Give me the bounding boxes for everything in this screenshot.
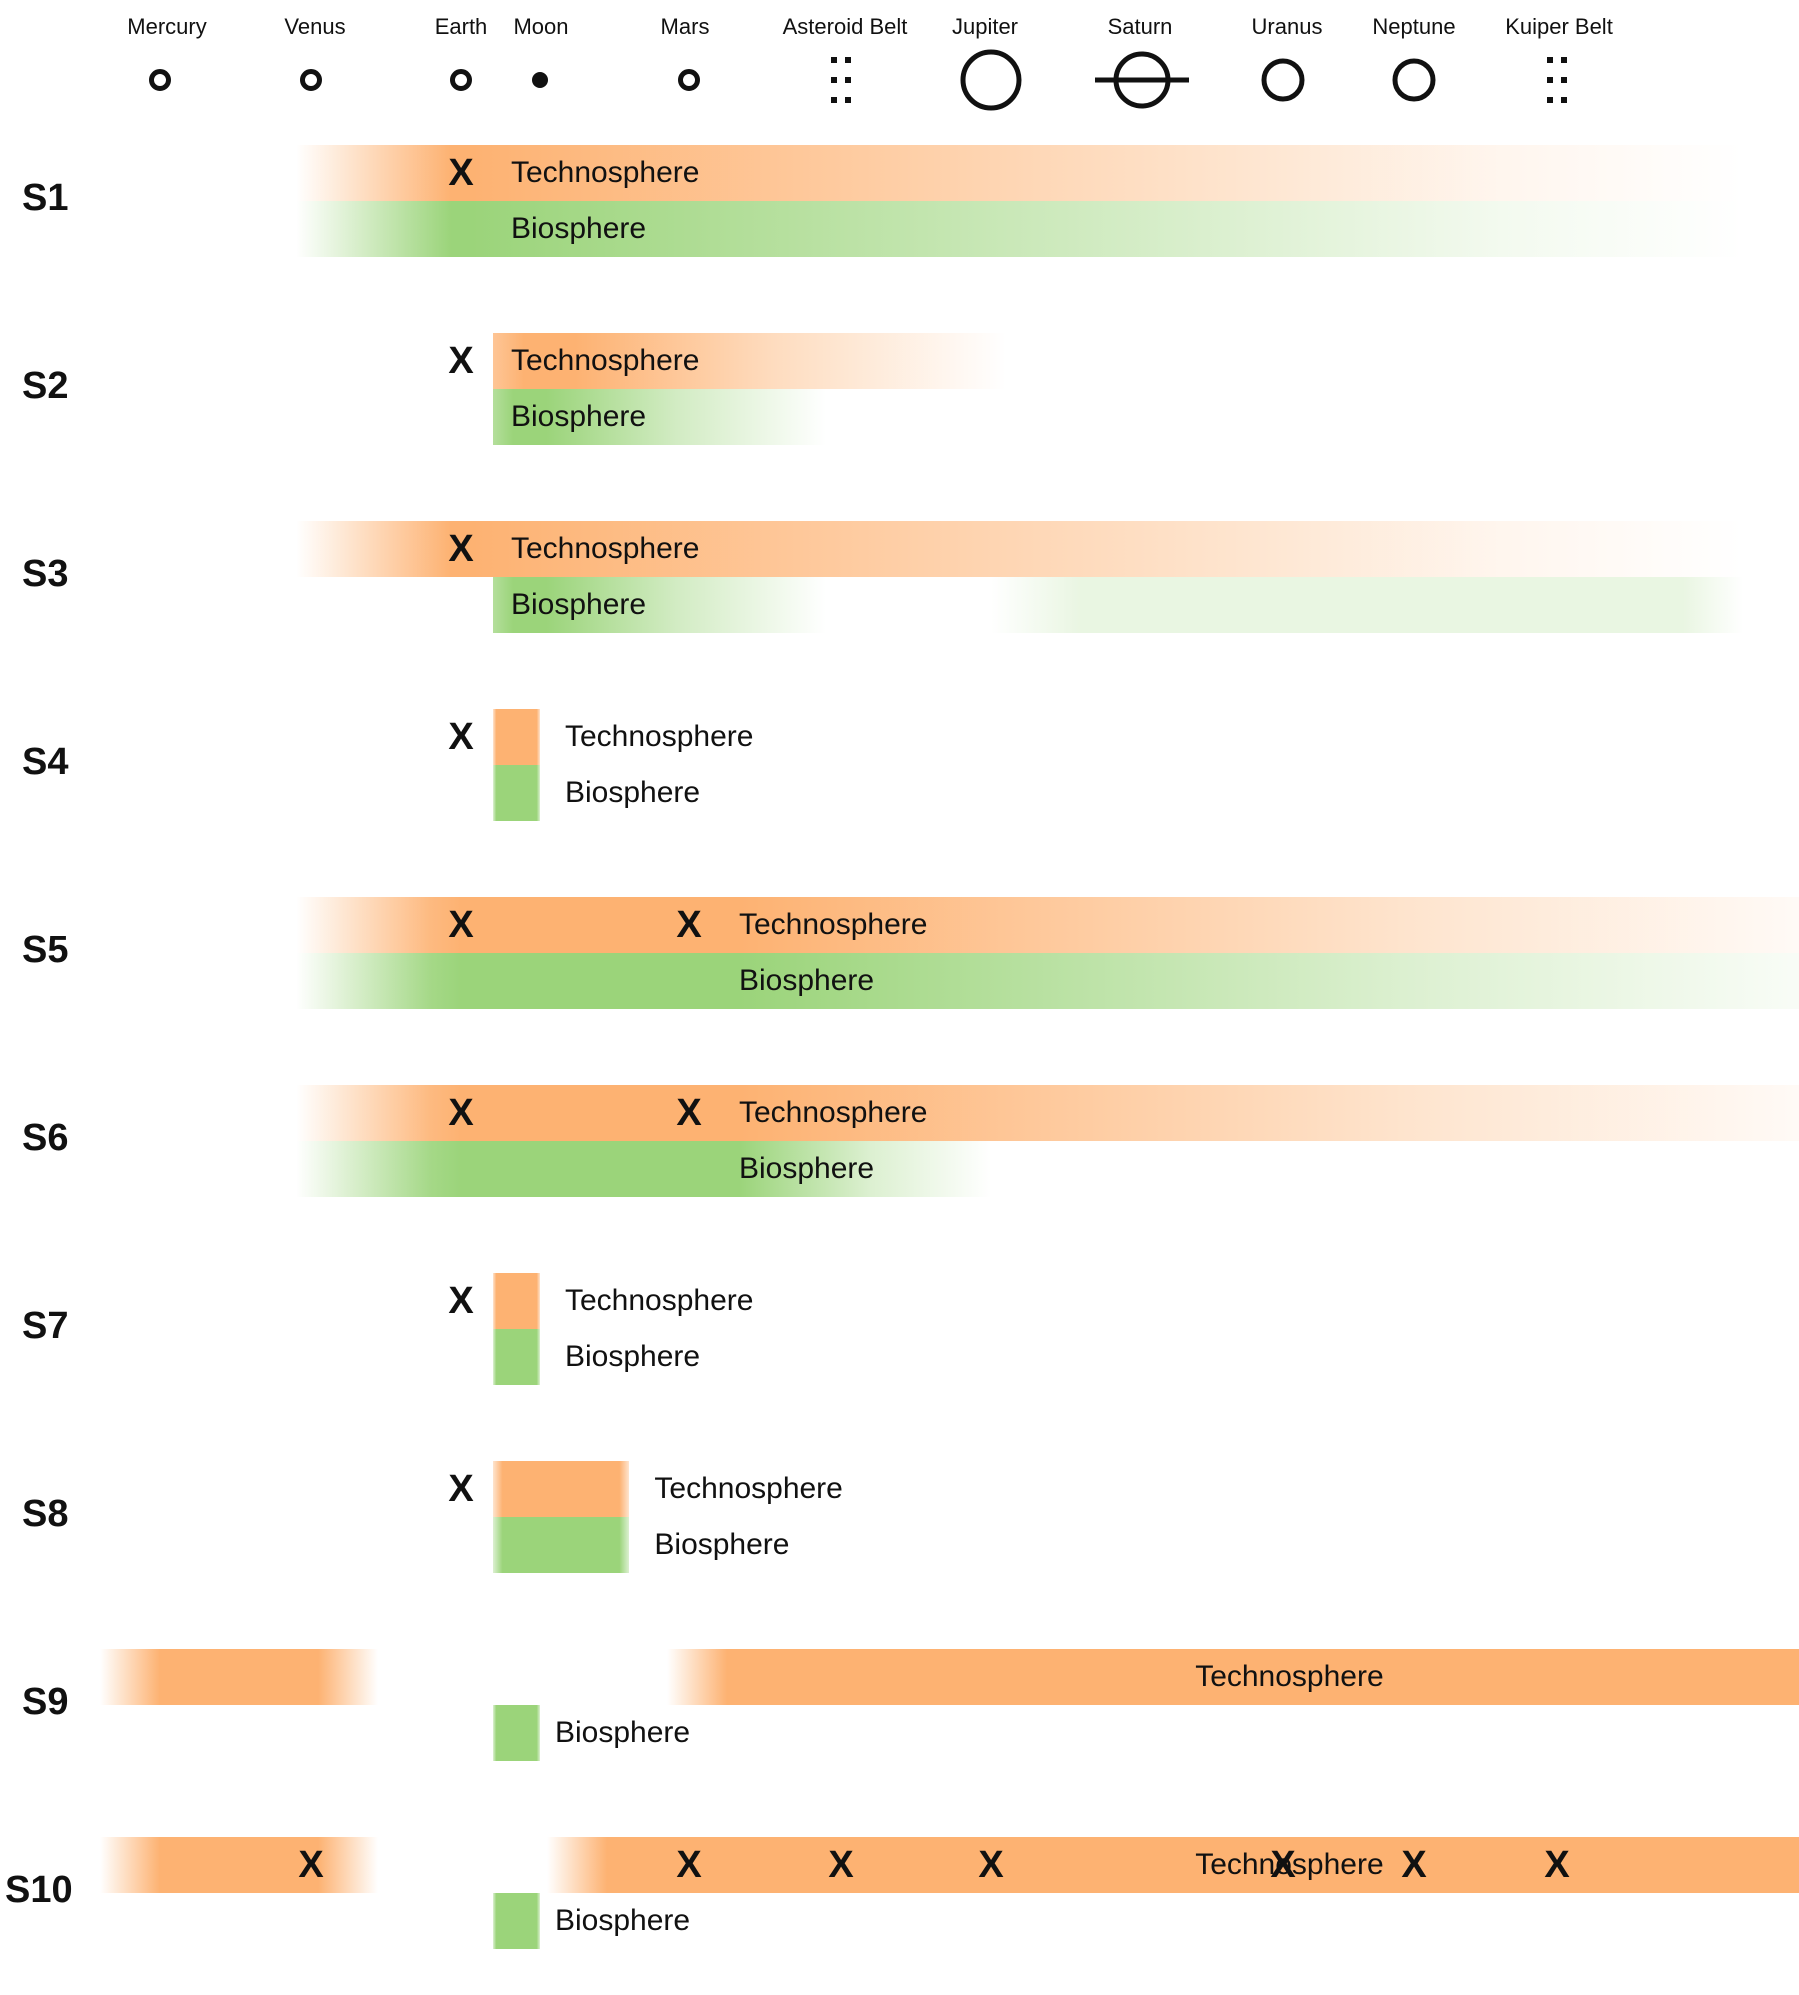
body-label-venus: Venus bbox=[284, 14, 346, 39]
biosphere-band bbox=[295, 201, 1743, 257]
technosphere-band bbox=[492, 1461, 630, 1517]
scenario-label: S9 bbox=[22, 1681, 69, 1723]
biosphere-label: Biosphere bbox=[654, 1528, 790, 1561]
x-mark-icon: X bbox=[676, 904, 702, 946]
body-label-mars: Mars bbox=[660, 14, 710, 39]
small-ring-icon bbox=[678, 69, 700, 91]
body-label-saturn: Saturn bbox=[1107, 14, 1173, 39]
x-mark-icon: X bbox=[676, 1844, 702, 1886]
technosphere-band bbox=[295, 897, 1799, 953]
x-mark-icon: X bbox=[978, 1844, 1004, 1886]
biosphere-band bbox=[492, 1705, 540, 1761]
x-mark-icon: X bbox=[1270, 1844, 1296, 1886]
biosphere-label: Biosphere bbox=[511, 400, 647, 433]
technosphere-label: Technosphere bbox=[511, 344, 700, 377]
technosphere-band bbox=[492, 709, 540, 765]
biosphere-band bbox=[991, 577, 1743, 633]
body-label-uranus: Uranus bbox=[1251, 14, 1323, 39]
scenario-label: S10 bbox=[5, 1869, 73, 1911]
biosphere-label: Biosphere bbox=[511, 212, 647, 245]
scenario-label: S2 bbox=[22, 365, 69, 407]
scenario-label: S5 bbox=[22, 929, 69, 971]
x-mark-icon: X bbox=[448, 152, 474, 194]
scenario-label: S7 bbox=[22, 1305, 69, 1347]
body-label-moon: Moon bbox=[513, 14, 569, 39]
biosphere-label: Biosphere bbox=[739, 1152, 875, 1185]
biosphere-band bbox=[492, 765, 540, 821]
technosphere-band bbox=[295, 521, 1743, 577]
x-mark-icon: X bbox=[298, 1844, 324, 1886]
x-mark-icon: X bbox=[676, 1092, 702, 1134]
x-mark-icon: X bbox=[828, 1844, 854, 1886]
technosphere-band bbox=[492, 333, 1007, 389]
dotted-belt-icon bbox=[831, 57, 851, 103]
technosphere-label: Technosphere bbox=[565, 720, 754, 753]
technosphere-band bbox=[99, 1837, 379, 1893]
scenario-label: S3 bbox=[22, 553, 69, 595]
technosphere-band bbox=[666, 1649, 1799, 1705]
x-mark-icon: X bbox=[1401, 1844, 1427, 1886]
x-mark-icon: X bbox=[448, 340, 474, 382]
x-mark-icon: X bbox=[448, 716, 474, 758]
x-mark-icon: X bbox=[448, 1092, 474, 1134]
biosphere-band bbox=[492, 1517, 630, 1573]
x-mark-icon: X bbox=[448, 528, 474, 570]
body-label-jupiter: Jupiter bbox=[951, 14, 1019, 39]
technosphere-label: Technosphere bbox=[1195, 1660, 1384, 1693]
technosphere-label: Technosphere bbox=[654, 1472, 843, 1505]
biosphere-label: Biosphere bbox=[511, 588, 647, 621]
x-mark-icon: X bbox=[448, 1468, 474, 1510]
filled-dot-icon bbox=[532, 72, 548, 88]
x-mark-icon: X bbox=[448, 904, 474, 946]
dotted-belt-icon bbox=[1547, 57, 1567, 103]
medium-ring-icon bbox=[1261, 58, 1305, 102]
biosphere-label: Biosphere bbox=[555, 1716, 691, 1749]
biosphere-label: Biosphere bbox=[565, 1340, 701, 1373]
body-label-kuiper-belt: Kuiper Belt bbox=[1505, 14, 1613, 39]
biosphere-band bbox=[492, 1329, 540, 1385]
technosphere-label: Technosphere bbox=[511, 532, 700, 565]
technosphere-label: Technosphere bbox=[511, 156, 700, 189]
biosphere-band bbox=[492, 577, 826, 633]
body-label-neptune: Neptune bbox=[1372, 14, 1456, 39]
x-mark-icon: X bbox=[1544, 1844, 1570, 1886]
technosphere-label: Technosphere bbox=[739, 908, 928, 941]
biosphere-label: Biosphere bbox=[739, 964, 875, 997]
body-label-mercury: Mercury bbox=[127, 14, 207, 39]
technosphere-label: Technosphere bbox=[565, 1284, 754, 1317]
technosphere-band bbox=[99, 1649, 379, 1705]
body-label-asteroid-belt: Asteroid Belt bbox=[782, 14, 908, 39]
scenario-label: S8 bbox=[22, 1493, 69, 1535]
technosphere-band bbox=[295, 145, 1743, 201]
body-label-earth: Earth bbox=[434, 14, 488, 39]
biosphere-band bbox=[492, 389, 826, 445]
biosphere-band bbox=[295, 1141, 991, 1197]
scenario-label: S1 bbox=[22, 177, 69, 219]
technosphere-label: Technosphere bbox=[1195, 1848, 1384, 1881]
small-ring-icon bbox=[300, 69, 322, 91]
biosphere-label: Biosphere bbox=[565, 776, 701, 809]
technosphere-band bbox=[547, 1837, 1799, 1893]
medium-ring-icon bbox=[1392, 58, 1436, 102]
biosphere-band bbox=[492, 1893, 540, 1949]
scenario-label: S6 bbox=[22, 1117, 69, 1159]
small-ring-icon bbox=[149, 69, 171, 91]
small-ring-icon bbox=[450, 69, 472, 91]
technosphere-label: Technosphere bbox=[739, 1096, 928, 1129]
x-mark-icon: X bbox=[448, 1280, 474, 1322]
biosphere-label: Biosphere bbox=[555, 1904, 691, 1937]
large-ring-icon bbox=[960, 49, 1022, 111]
ringed-planet-icon bbox=[1095, 51, 1189, 109]
biosphere-band bbox=[295, 953, 1799, 1009]
technosphere-band bbox=[295, 1085, 1799, 1141]
scenario-label: S4 bbox=[22, 741, 69, 783]
technosphere-band bbox=[492, 1273, 540, 1329]
